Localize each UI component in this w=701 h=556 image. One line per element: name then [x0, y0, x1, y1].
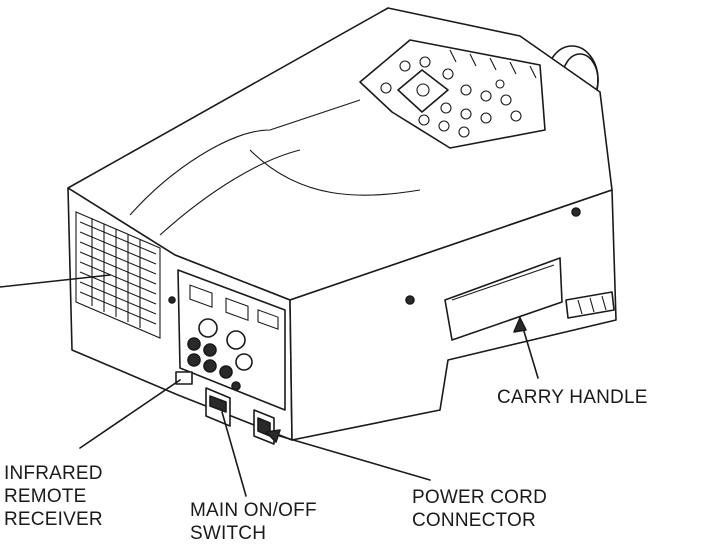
- rear-connector-panel: [168, 269, 286, 411]
- power-cord-line-1: POWER CORD: [412, 487, 547, 508]
- ir-receiver-window: [175, 371, 193, 385]
- power-cord-line-2: CONNECTOR: [412, 510, 536, 531]
- infrared-line-1: INFRARED: [4, 463, 103, 484]
- main-switch-line-2: SWITCH: [190, 523, 267, 544]
- top-vents: [449, 49, 537, 79]
- main-switch-label: MAIN ON/OFF SWITCH: [190, 499, 317, 545]
- carry-handle-text: CARRY HANDLE: [497, 387, 648, 408]
- main-switch-line-1: MAIN ON/OFF: [190, 500, 317, 521]
- power-cord-connector-label: POWER CORD CONNECTOR: [412, 486, 547, 532]
- foot-right: [565, 291, 615, 319]
- top-panel-buttons: [380, 56, 522, 138]
- top-control-panel: [359, 39, 546, 149]
- infrared-remote-receiver-label: INFRARED REMOTE RECEIVER: [4, 462, 103, 531]
- rear-vent-grille: [75, 211, 161, 339]
- infrared-line-3: RECEIVER: [4, 509, 103, 530]
- carry-handle: [405, 207, 581, 341]
- infrared-line-2: REMOTE: [4, 486, 87, 507]
- carry-handle-label: CARRY HANDLE: [497, 386, 648, 409]
